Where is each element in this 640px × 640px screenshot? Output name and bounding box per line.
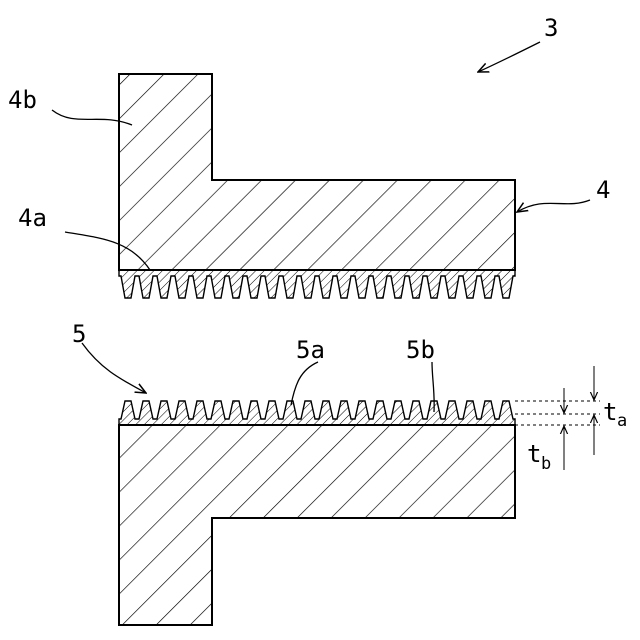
leader-tube-teeth xyxy=(291,362,318,405)
svg-text:t: t xyxy=(527,440,541,468)
label-thickness-a: t a xyxy=(603,398,627,431)
label-tube-teeth: 5a xyxy=(296,336,325,364)
label-tube: 5 xyxy=(72,320,86,348)
label-assembly: 3 xyxy=(544,14,558,42)
svg-text:t: t xyxy=(603,398,617,426)
housing-lower-section xyxy=(119,425,515,625)
lowerTeeth-shape xyxy=(119,401,515,425)
lower-tooth-profile xyxy=(119,401,515,425)
svg-text:b: b xyxy=(541,454,551,474)
leader-housing-arrow xyxy=(517,200,590,212)
upperTeeth-shape xyxy=(119,270,515,298)
housing-upper-section xyxy=(119,74,515,270)
label-housing: 4 xyxy=(596,176,610,204)
label-tube-coating: 5b xyxy=(406,336,435,364)
upper-tooth-profile xyxy=(119,270,515,298)
leader-assembly-arrow xyxy=(478,42,540,72)
label-flange: 4b xyxy=(8,86,37,114)
svg-text:a: a xyxy=(617,411,627,431)
label-inner-surface: 4a xyxy=(18,204,47,232)
label-thickness-b: t b xyxy=(527,440,551,474)
leader-tube-arrow xyxy=(82,343,146,393)
